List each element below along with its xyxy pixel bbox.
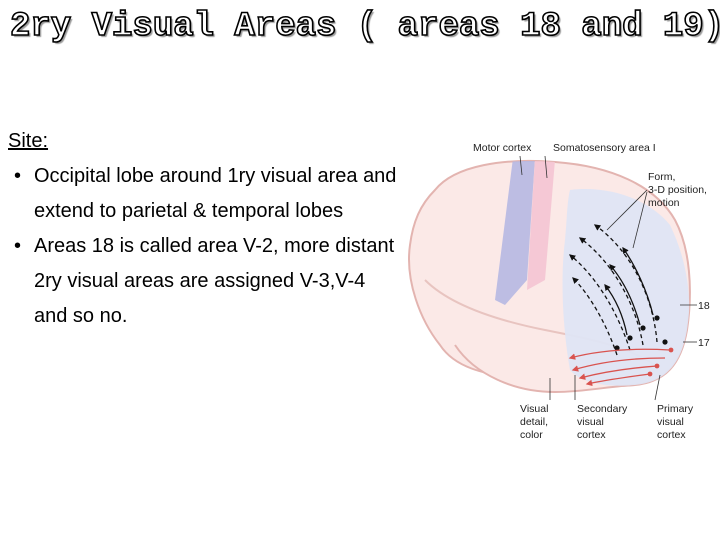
- label-secondary-cortex: cortex: [577, 429, 606, 441]
- bullet-text: Occipital lobe around 1ry visual area an…: [34, 165, 397, 222]
- area18-dots: [614, 315, 668, 351]
- area17-dot: [647, 371, 653, 377]
- label-form: motion: [648, 197, 680, 209]
- area17-dots: [647, 347, 674, 377]
- ventral-arrow: [578, 365, 658, 380]
- body-text: Site: • Occipital lobe around 1ry visual…: [8, 124, 403, 334]
- area18-dot: [654, 315, 660, 321]
- form-pointer: [632, 191, 648, 249]
- area17-dot: [668, 347, 674, 353]
- area18-dot: [640, 325, 646, 331]
- bullet-item: • Areas 18 is called area V-2, more dist…: [8, 229, 403, 334]
- label-form: Form,: [648, 171, 675, 183]
- label-area-17: 17: [698, 337, 710, 349]
- area17-dot: [654, 363, 660, 369]
- dorsal-arrow: [609, 264, 641, 326]
- motor-cortex-pointer: [519, 155, 523, 176]
- label-visual-detail: color: [520, 429, 543, 441]
- ventral-arrow: [585, 373, 651, 387]
- somatosensory-band: [527, 160, 555, 290]
- somatosensory-pointer: [544, 155, 548, 179]
- label-secondary-cortex: Secondary: [577, 403, 628, 415]
- dorsal-arrow: [622, 246, 654, 316]
- label-primary-cortex: Primary: [657, 403, 694, 415]
- label-somatosensory: Somatosensory area I: [553, 142, 656, 154]
- slide-title: 2ry Visual Areas ( areas 18 and 19): [9, 7, 720, 47]
- bullet-list: • Occipital lobe around 1ry visual area …: [8, 159, 403, 334]
- ventral-arrow: [568, 348, 671, 360]
- pointer-lines: [519, 155, 697, 401]
- site-label: Site:: [8, 130, 49, 152]
- form-pointer: [606, 189, 648, 231]
- label-motor-cortex: Motor cortex: [473, 142, 532, 154]
- dorsal-arrow: [593, 224, 658, 343]
- area18-dot: [627, 335, 633, 341]
- dorsal-stream-arrows: [568, 224, 658, 356]
- brain-diagram-svg: Motor cortex Somatosensory area I Form, …: [408, 142, 710, 441]
- dorsal-arrow: [604, 283, 628, 336]
- bullet-glyph: •: [14, 235, 22, 257]
- area18-dot: [614, 345, 620, 351]
- label-area-18: 18: [698, 300, 710, 312]
- area18-dot: [662, 339, 668, 345]
- ventral-arrow: [571, 357, 666, 372]
- label-primary-cortex: cortex: [657, 429, 686, 441]
- dorsal-arrow: [572, 277, 618, 356]
- ventral-stream-arrows: [568, 348, 671, 387]
- label-visual-detail: Visual: [520, 403, 548, 415]
- label-secondary-cortex: visual: [577, 416, 604, 428]
- label-visual-detail: detail,: [520, 416, 548, 428]
- label-form: 3-D position,: [648, 184, 707, 196]
- brain-diagram: Motor cortex Somatosensory area I Form, …: [395, 130, 720, 460]
- bullet-glyph: •: [14, 165, 22, 187]
- primary-cortex-pointer: [654, 374, 661, 401]
- bullet-item: • Occipital lobe around 1ry visual area …: [8, 159, 403, 229]
- bullet-text: Areas 18 is called area V-2, more distan…: [34, 235, 395, 327]
- label-primary-cortex: visual: [657, 416, 684, 428]
- dorsal-arrow: [578, 237, 644, 346]
- motor-cortex-band: [495, 160, 535, 305]
